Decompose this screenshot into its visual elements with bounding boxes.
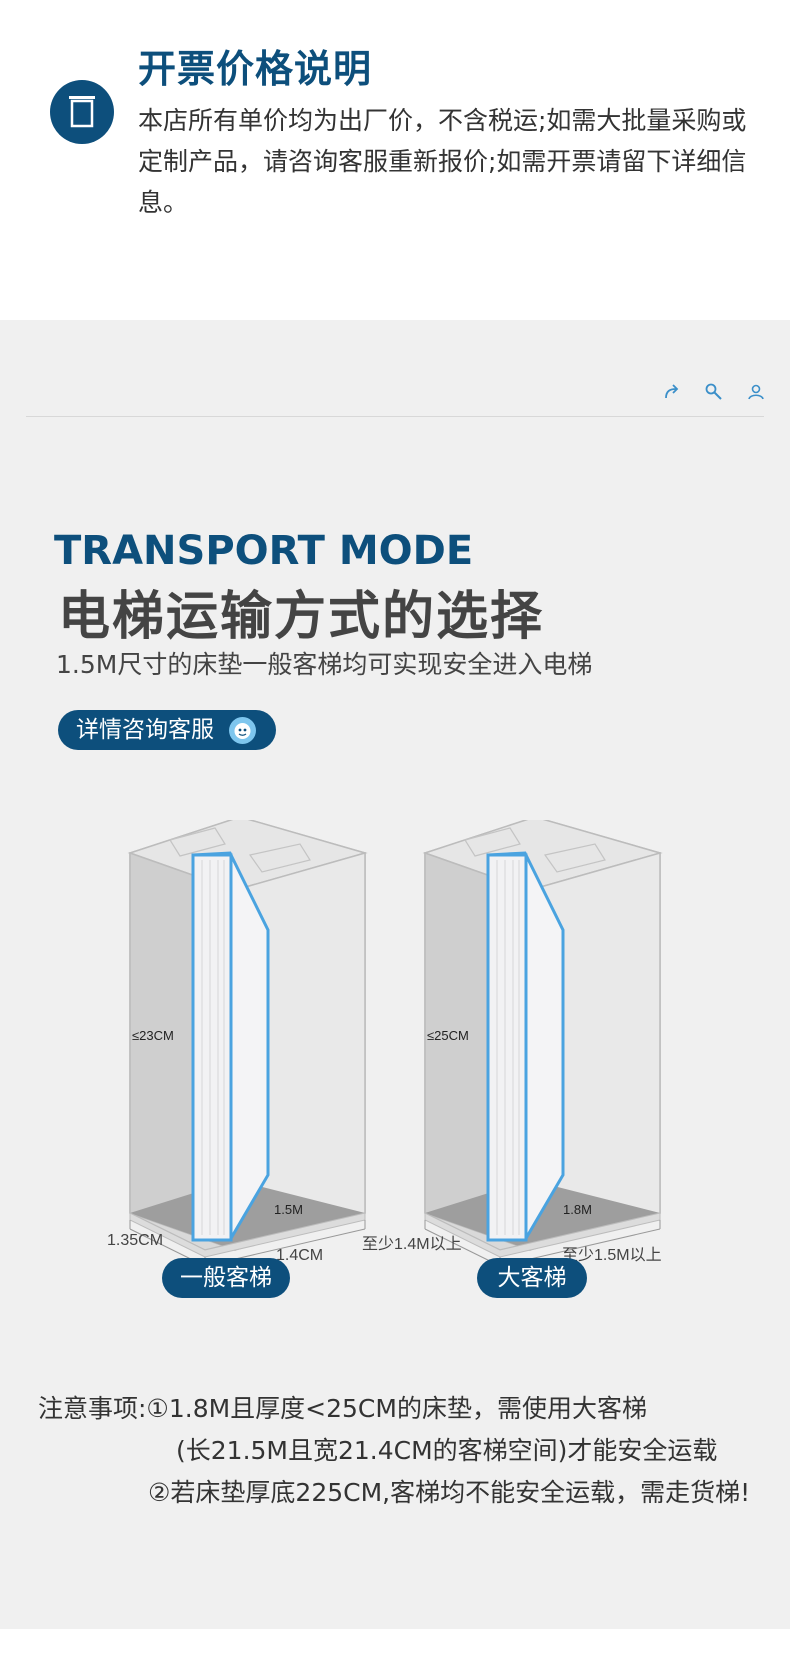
toolbar (662, 382, 766, 402)
transport-en-title: TRANSPORT MODE (54, 528, 474, 574)
elevator-normal-depth: 1.35CM (107, 1232, 163, 1249)
notes: 注意事项:①1.8M且厚度<25CM的床垫，需使用大客梯 (长21.5M且宽21… (38, 1388, 750, 1514)
elevator-large-width: 至少1.5M以上 (562, 1246, 662, 1264)
user-icon[interactable] (746, 382, 766, 402)
note-line-3: ②若床垫厚底225CM,客梯均不能安全运载，需走货梯! (148, 1478, 751, 1507)
share-icon[interactable] (662, 382, 682, 402)
search-icon[interactable] (704, 382, 724, 402)
transport-section: TRANSPORT MODE 电梯运输方式的选择 1.5M尺寸的床垫一般客梯均可… (0, 320, 790, 1629)
consult-service-button[interactable]: 详情咨询客服 (58, 710, 276, 750)
transport-subtitle: 1.5M尺寸的床垫一般客梯均可实现安全进入电梯 (56, 650, 593, 679)
elevator-large-mattress: 1.8M (563, 1202, 592, 1217)
invoice-description: 本店所有单价均为出厂价，不含税运;如需大批量采购或定制产品，请咨询客服重新报价;… (138, 106, 747, 217)
elevator-normal-width: 1.4CM (276, 1247, 323, 1264)
normal-elevator-button[interactable]: 一般客梯 (162, 1258, 290, 1298)
elevator-normal (127, 816, 368, 1267)
note-line-2: (长21.5M且宽21.4CM的客梯空间)才能安全运载 (176, 1436, 718, 1465)
large-elevator-button[interactable]: 大客梯 (477, 1258, 587, 1298)
invoice-section: 开票价格说明 本店所有单价均为出厂价，不含税运;如需大批量采购或定制产品，请咨询… (0, 0, 790, 320)
consult-service-label: 详情咨询客服 (76, 717, 214, 743)
invoice-title: 开票价格说明 (138, 47, 373, 91)
elevator-large (422, 816, 663, 1267)
elevator-large-height: ≤25CM (427, 1028, 469, 1043)
elevator-large-depth: 至少1.4M以上 (362, 1235, 462, 1253)
elevator-normal-height: ≤23CM (132, 1028, 174, 1043)
divider (26, 416, 764, 417)
note-line-1: 注意事项:①1.8M且厚度<25CM的床垫，需使用大客梯 (38, 1394, 647, 1423)
elevator-diagrams: ≤23CM 1.5M 1.35CM 1.4CM ≤25CM 1.8M 至少1.4… (0, 816, 790, 1304)
page-footer (0, 1629, 790, 1679)
customer-service-face-icon (229, 717, 256, 744)
transport-zh-title: 电梯运输方式的选择 (58, 587, 545, 647)
elevator-normal-mattress: 1.5M (274, 1202, 303, 1217)
trash-can-icon (50, 80, 114, 144)
